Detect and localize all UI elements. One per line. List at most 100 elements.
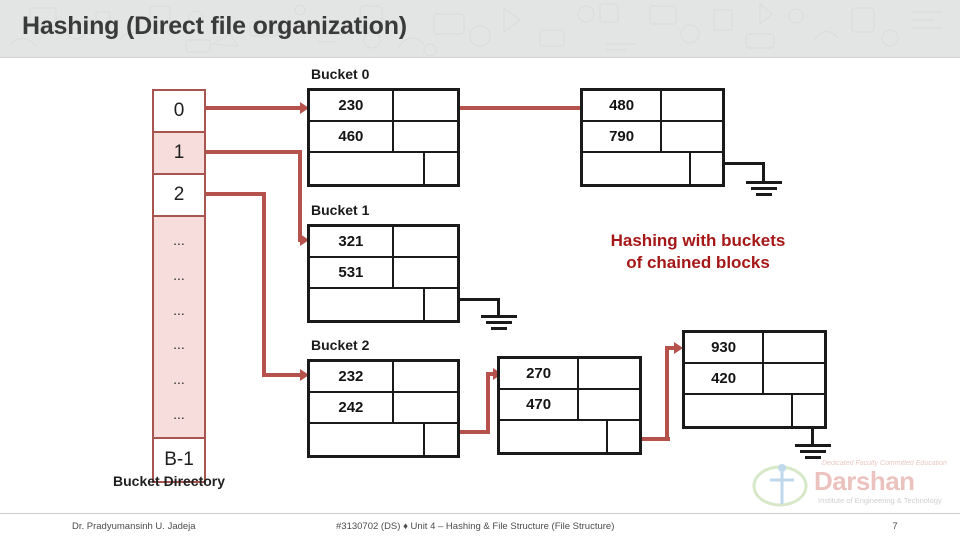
bucket0-block-1: 480 790 [580, 88, 725, 187]
block-pointer-row [310, 289, 457, 320]
block-empty-cell [579, 359, 639, 388]
block-row: 790 [583, 122, 722, 153]
page-title: Hashing (Direct file organization) [22, 12, 407, 40]
bucket-directory-caption: Bucket Directory [113, 473, 226, 489]
block-pointer-cell[interactable] [793, 395, 824, 426]
directory-cell-2[interactable]: 2 [154, 175, 204, 217]
block-free-space [500, 421, 609, 452]
connector-bucket2-chain2-vertical [665, 348, 669, 441]
block-pointer-row [310, 153, 457, 184]
block-empty-cell [394, 258, 457, 287]
block-pointer-row [310, 424, 457, 455]
block-value: 270 [500, 359, 580, 388]
block-empty-cell [394, 227, 457, 256]
directory-ellipsis-group: ... ... ... ... ... ... [154, 217, 204, 439]
ground-bar3-bucket0 [756, 193, 772, 196]
callout-line-2: of chained blocks [626, 253, 770, 272]
connector-dir0-arrowhead [300, 102, 309, 114]
footer-course: #3130702 (DS) ♦ Unit 4 – Hashing & File … [336, 521, 615, 532]
block-empty-cell [394, 91, 457, 120]
logo-tagline: Dedicated Faculty Committed Education [822, 460, 947, 467]
directory-cell-last[interactable]: B-1 [164, 449, 194, 470]
ground-lead-bucket1 [460, 298, 500, 301]
block-row: 232 [310, 362, 457, 393]
bucket2-block-1: 270 470 [497, 356, 642, 455]
header-doodle-pattern [9, 2, 942, 57]
ground-bar1-bucket1 [481, 315, 517, 318]
ground-bar3-bucket2 [805, 456, 821, 459]
block-free-space [583, 153, 692, 184]
slide-header: Hashing (Direct file organization) [0, 0, 960, 58]
darshan-logo-mark [752, 464, 808, 507]
ground-bar2-bucket2 [800, 450, 826, 453]
connector-dir0-horizontal [206, 106, 304, 110]
block-row: 242 [310, 393, 457, 424]
bucket0-block-0: 230 460 [307, 88, 460, 187]
callout-text: Hashing with buckets of chained blocks [578, 230, 818, 274]
connector-bucket2-chain1-horizontal2 [486, 372, 498, 376]
block-value: 321 [310, 227, 394, 256]
block-free-space [310, 424, 425, 455]
block-pointer-row [500, 421, 639, 452]
bucket-label-1: Bucket 1 [311, 202, 370, 218]
darshan-logo: Dedicated Faculty Committed Education Da… [752, 458, 952, 512]
logo-subtitle: Institute of Engineering & Technology [818, 496, 942, 505]
block-row: 230 [310, 91, 457, 122]
block-row: 480 [583, 91, 722, 122]
block-pointer-cell[interactable] [425, 424, 457, 455]
connector-bucket2-chain1-horizontal [460, 430, 490, 434]
block-value: 230 [310, 91, 394, 120]
ground-lead-bucket0 [725, 162, 765, 165]
connector-bucket0-chain [460, 106, 618, 110]
block-value: 460 [310, 122, 394, 151]
block-row: 420 [685, 364, 824, 395]
block-free-space [310, 153, 425, 184]
ground-stem-bucket2 [811, 427, 814, 445]
directory-cell-6: ... [173, 336, 185, 353]
connector-bucket2-chain2-horizontal [642, 437, 670, 441]
block-pointer-row [583, 153, 722, 184]
block-row: 470 [500, 390, 639, 421]
bucket2-block-0: 232 242 [307, 359, 460, 458]
bucket2-block-2: 930 420 [682, 330, 827, 429]
connector-bucket2-chain2-horizontal2 [665, 346, 679, 350]
block-empty-cell [394, 122, 457, 151]
block-value: 930 [685, 333, 765, 362]
connector-dir1-arrowhead [300, 234, 309, 246]
block-empty-cell [662, 91, 722, 120]
block-row: 321 [310, 227, 457, 258]
block-empty-cell [579, 390, 639, 419]
directory-cell-5: ... [173, 301, 185, 318]
directory-cell-4: ... [173, 266, 185, 283]
ground-bar1-bucket2 [795, 444, 831, 447]
block-empty-cell [394, 362, 457, 391]
connector-dir2-arrowhead [300, 369, 309, 381]
block-empty-cell [394, 393, 457, 422]
ground-stem-bucket0 [762, 162, 765, 182]
bucket1-block-0: 321 531 [307, 224, 460, 323]
block-free-space [685, 395, 794, 426]
block-pointer-cell[interactable] [425, 153, 457, 184]
slide-footer: Dr. Pradyumansinh U. Jadeja #3130702 (DS… [0, 519, 960, 539]
ground-bar2-bucket0 [751, 187, 777, 190]
directory-cell-0[interactable]: 0 [154, 91, 204, 133]
directory-cell-1[interactable]: 1 [154, 133, 204, 175]
block-pointer-cell[interactable] [425, 289, 457, 320]
block-empty-cell [662, 122, 722, 151]
footer-page-number: 7 [892, 521, 898, 532]
footer-divider [0, 513, 960, 514]
block-value: 242 [310, 393, 394, 422]
connector-dir1-horizontal [206, 150, 302, 154]
directory-cell-7: ... [173, 370, 185, 387]
block-value: 470 [500, 390, 580, 419]
block-pointer-cell[interactable] [608, 421, 639, 452]
connector-bucket2-chain1-vertical [486, 374, 490, 434]
block-pointer-cell[interactable] [691, 153, 722, 184]
block-free-space [310, 289, 425, 320]
ground-stem-bucket1 [497, 298, 500, 316]
directory-cell-8: ... [173, 405, 185, 422]
block-row: 270 [500, 359, 639, 390]
bucket-label-0: Bucket 0 [311, 66, 370, 82]
directory-cell-3: ... [173, 232, 185, 249]
ground-bar2-bucket1 [486, 321, 512, 324]
